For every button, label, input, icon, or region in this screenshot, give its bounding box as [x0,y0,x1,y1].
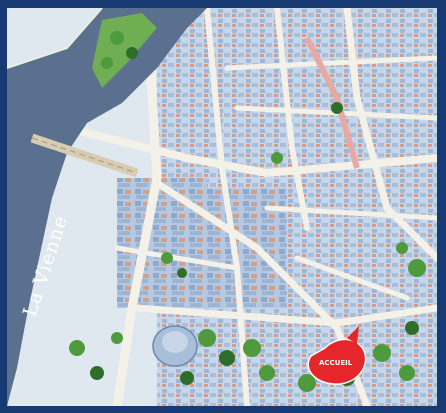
river-bank [7,8,103,69]
rotunda-building [152,325,198,367]
location-pin-icon[interactable] [307,326,367,385]
river-vienne-lower [7,158,52,406]
city-block [117,178,207,308]
bridge-icon [30,133,139,178]
street-network [63,8,437,406]
river-vienne [7,8,207,406]
main-street [304,36,360,169]
city-map[interactable]: La Vienne [7,8,437,406]
marker-label: ACCUEIL [319,359,353,367]
river-island [92,13,157,88]
